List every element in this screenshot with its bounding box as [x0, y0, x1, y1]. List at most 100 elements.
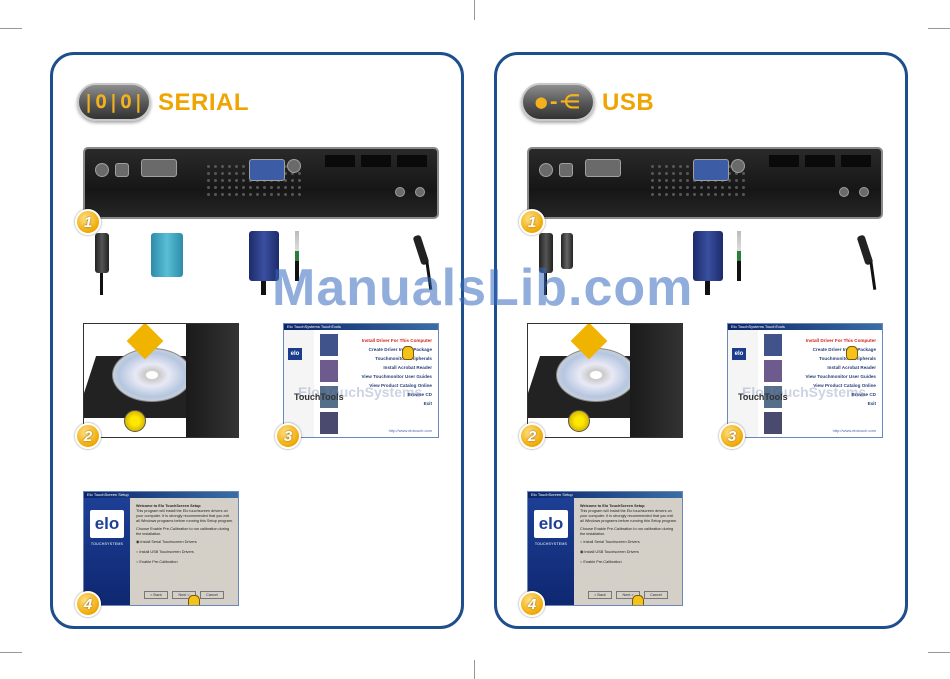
option-serial-drivers[interactable]: Install Serial Touchscreen Drivers [580, 537, 678, 547]
pointer-hand-icon [402, 346, 414, 360]
cancel-button[interactable]: Cancel [644, 591, 668, 599]
slot [361, 155, 391, 167]
menu-install-driver[interactable]: Install Driver For This Computer [805, 338, 876, 343]
crop-mark [928, 28, 950, 29]
crop-mark [474, 0, 475, 20]
touchtools-thumbnails [320, 334, 338, 434]
menu-install-driver[interactable]: Install Driver For This Computer [361, 338, 432, 343]
serial-port [141, 159, 177, 177]
setup-window-serial: Elo TouchScreen Setup elo TOUCHSYSTEMS W… [83, 491, 239, 606]
cd-logo [124, 410, 146, 432]
pointer-hand-icon [846, 346, 858, 360]
crop-mark [928, 652, 950, 653]
elo-logo-sub: TOUCHSYSTEMS [534, 542, 568, 546]
usb-plug [561, 233, 573, 269]
setup-buttons: < Back Next > Cancel [144, 591, 224, 599]
elo-logo-sub: TOUCHSYSTEMS [90, 542, 124, 546]
serial-title: SERIAL [158, 89, 250, 116]
cd-insert-illustration [83, 323, 239, 438]
monitor-rear-panel [527, 147, 883, 219]
audio-plug [737, 231, 741, 281]
serial-port-icon: |O|O| [82, 91, 146, 113]
option-usb-drivers[interactable]: Install USB Touchscreen Drivers [580, 547, 678, 557]
menu-acrobat[interactable]: Install Acrobat Reader [827, 365, 876, 370]
menu-peripherals[interactable]: Touchmonitor Peripherals [375, 356, 432, 361]
audio-port [287, 159, 301, 173]
touchtools-window: Elo TouchSystems TouchTools elo Elo Touc… [727, 323, 883, 438]
slot [325, 155, 355, 167]
menu-catalog[interactable]: View Product Catalog Online [813, 383, 876, 388]
window-titlebar: Elo TouchSystems TouchTools [728, 324, 882, 330]
cancel-button[interactable]: Cancel [200, 591, 224, 599]
setup-intro: Welcome to Elo TouchScreen Setup [136, 504, 201, 508]
menu-create-package[interactable]: Create Driver Install Package [368, 347, 432, 352]
headphone-jack [839, 187, 849, 197]
step-2-badge: 2 [75, 423, 101, 449]
option-serial-drivers[interactable]: Install Serial Touchscreen Drivers [136, 537, 234, 547]
option-precalibration[interactable]: Enable Pre-Calibration [136, 557, 234, 567]
touchtools-menu: Install Driver For This Computer Create … [336, 336, 432, 408]
menu-exit[interactable]: Exit [423, 401, 432, 406]
power-port [95, 163, 109, 177]
elo-logo: elo [90, 510, 124, 538]
menu-acrobat[interactable]: Install Acrobat Reader [383, 365, 432, 370]
touchtools-url[interactable]: http://www.elotouch.com [388, 428, 432, 433]
menu-user-guides[interactable]: View Touchmonitor User Guides [805, 374, 876, 379]
touchtools-url[interactable]: http://www.elotouch.com [832, 428, 876, 433]
touchtools-watermark: Elo TouchSystems [742, 384, 867, 400]
menu-catalog[interactable]: View Product Catalog Online [369, 383, 432, 388]
slot [841, 155, 871, 167]
touchtools-watermark: Elo TouchSystems [298, 384, 423, 400]
window-titlebar: Elo TouchSystems TouchTools [284, 324, 438, 330]
crop-mark [0, 652, 22, 653]
menu-browse-cd[interactable]: Browse CD [851, 392, 876, 397]
step-3-badge: 3 [275, 423, 301, 449]
setup-intro: Welcome to Elo TouchScreen Setup [580, 504, 645, 508]
setup-body: Welcome to Elo TouchScreen Setup This pr… [136, 504, 234, 567]
monitor-rear-panel [83, 147, 439, 219]
option-usb-drivers[interactable]: Install USB Touchscreen Drivers [136, 547, 234, 557]
manualslib-watermark: ManualsLib.com [272, 259, 694, 317]
power-port [539, 163, 553, 177]
option-precalibration[interactable]: Enable Pre-Calibration [580, 557, 678, 567]
back-button[interactable]: < Back [588, 591, 612, 599]
slot [397, 155, 427, 167]
step-1-badge: 1 [519, 209, 545, 235]
menu-browse-cd[interactable]: Browse CD [407, 392, 432, 397]
usb-panel: ●-⋲ USB 1 2 [494, 52, 908, 629]
touchtools-thumbnails [764, 334, 782, 434]
vga-plug [693, 231, 723, 295]
menu-peripherals[interactable]: Touchmonitor Peripherals [819, 356, 876, 361]
touchtools-menu: Install Driver For This Computer Create … [780, 336, 876, 408]
usb-trident-icon: ●-⋲ [535, 91, 581, 113]
menu-exit[interactable]: Exit [867, 401, 876, 406]
step-3-badge: 3 [719, 423, 745, 449]
crop-mark [474, 660, 475, 679]
menu-create-package[interactable]: Create Driver Install Package [812, 347, 876, 352]
dc-power-plug [539, 233, 553, 295]
usb-badge: ●-⋲ [521, 83, 595, 121]
touchtools-sidebar [284, 330, 314, 437]
headphone-jack [415, 187, 425, 197]
pointer-hand-icon [188, 595, 200, 605]
audio-port [731, 159, 745, 173]
back-button[interactable]: < Back [144, 591, 168, 599]
menu-user-guides[interactable]: View Touchmonitor User Guides [361, 374, 432, 379]
setup-description: This program will install the Elo touchs… [136, 509, 234, 523]
touchtools-window: Elo TouchSystems TouchTools elo Elo Touc… [283, 323, 439, 438]
usb-title: USB [602, 89, 655, 116]
touchtools-sidebar [728, 330, 758, 437]
cd-insert-illustration [527, 323, 683, 438]
pointer-hand-icon [632, 595, 644, 605]
window-titlebar: Elo TouchScreen Setup [84, 492, 238, 498]
serial-port [585, 159, 621, 177]
audio-plug [295, 231, 299, 281]
step-2-badge: 2 [519, 423, 545, 449]
headphone-jack [859, 187, 869, 197]
setup-body: Welcome to Elo TouchScreen Setup This pr… [580, 504, 678, 567]
slot [805, 155, 835, 167]
cd-logo [568, 410, 590, 432]
setup-description: This program will install the Elo touchs… [580, 509, 678, 523]
serial-panel: |O|O| SERIAL 1 2 [50, 52, 464, 629]
